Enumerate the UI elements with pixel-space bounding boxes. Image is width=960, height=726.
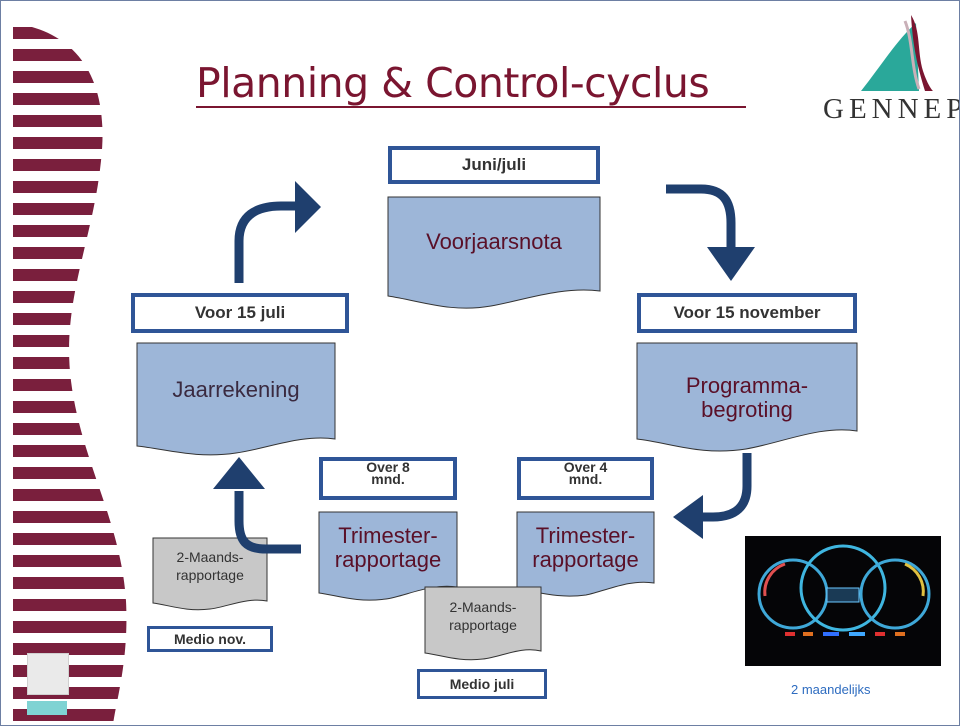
maands-left-date-box: Medio nov. [147, 626, 273, 652]
car-dashboard-image [745, 536, 941, 666]
voorjaarsnota-document-shape [387, 196, 601, 309]
maands-left-document-shape [152, 537, 268, 611]
maands-center-label-line1: 2-Maands- [449, 599, 517, 615]
gennep-logo-icon [861, 15, 933, 91]
programmabegroting-label-line1: Programma- [685, 373, 809, 398]
maands-center-date-box: Medio juli [417, 669, 547, 699]
jaarrekening-document-shape [136, 342, 336, 456]
slide-title: Planning & Control-cyclus [196, 59, 710, 107]
maands-left-label-line2: rapportage [176, 567, 244, 583]
jaarrekening-label: Jaarrekening [172, 377, 300, 402]
trimester-8-label-line1: Trimester- [338, 523, 438, 548]
programmabegroting-label-line2: begroting [701, 397, 793, 422]
trimester-4-label-line2: rapportage [532, 547, 639, 572]
decorative-stripes [13, 27, 127, 721]
logo-wordmark: GENNEP [823, 93, 960, 125]
voorjaarsnota-date-box: Juni/juli [388, 146, 600, 184]
maands-left-label-line1: 2-Maands- [176, 549, 244, 565]
trimester-8-date-box: Over 8 mnd. [319, 457, 457, 500]
programmabegroting-document-shape [636, 342, 858, 452]
voorjaarsnota-label: Voorjaarsnota [426, 229, 562, 254]
trimester-8-date-line1: Over 8 [366, 459, 410, 475]
dashboard-caption: 2 maandelijks [791, 682, 871, 697]
dashboard-gauges-icon [757, 544, 931, 636]
maands-center-label-line2: rapportage [449, 617, 517, 633]
trimester-4-date-line1: Over 4 [563, 459, 608, 475]
trimester-4-label-line1: Trimester- [535, 523, 636, 548]
thumbnail-image [27, 653, 69, 695]
programmabegroting-date-box: Voor 15 november [637, 293, 857, 333]
trimester-8-label-line2: rapportage [334, 547, 442, 572]
trimester-8-date-line2: mnd. [371, 471, 405, 487]
title-underline [196, 106, 746, 108]
trimester-4-date-line2: mnd. [568, 471, 603, 487]
trimester-8-document-shape [318, 511, 458, 601]
thumbnail-accent-bar [27, 701, 67, 715]
maands-center-document-shape [424, 586, 542, 661]
trimester-4-date-box: Over 4 mnd. [517, 457, 654, 500]
jaarrekening-date-box: Voor 15 juli [131, 293, 349, 333]
